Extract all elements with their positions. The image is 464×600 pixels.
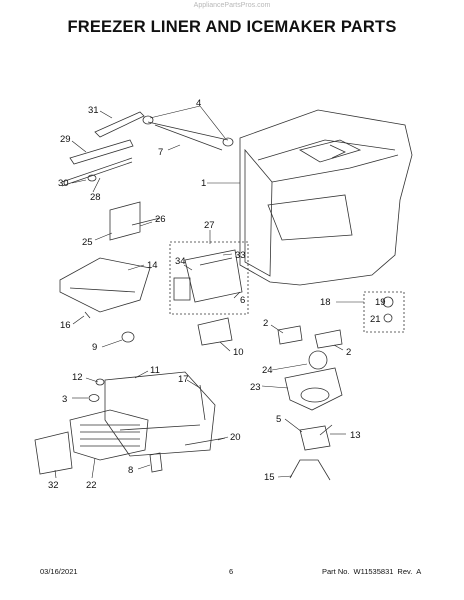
callout-labels: 31 4 29 7 1 30 28 26 25 27 33 34 14 6 18…	[48, 98, 386, 491]
freezer-liner	[239, 109, 413, 286]
callout-29: 29	[60, 134, 71, 145]
callout-14: 14	[147, 260, 158, 271]
callout-19: 19	[375, 297, 386, 308]
callout-27: 27	[204, 220, 215, 231]
callout-34: 34	[175, 256, 186, 267]
callout-18: 18	[320, 297, 331, 308]
page-title: FREEZER LINER AND ICEMAKER PARTS	[67, 18, 397, 36]
part-label: Part No.	[322, 567, 350, 576]
callout-6: 6	[240, 295, 245, 306]
callout-31: 31	[88, 105, 99, 116]
callout-9: 9	[92, 342, 97, 353]
callout-33: 33	[235, 250, 246, 261]
callout-12: 12	[72, 372, 83, 383]
callout-8: 8	[128, 465, 133, 476]
footer-page-number: 6	[229, 567, 234, 576]
callout-5: 5	[276, 414, 281, 425]
callout-15: 15	[264, 472, 275, 483]
callout-22: 22	[86, 480, 97, 491]
callout-2b: 2	[346, 347, 351, 358]
callout-4: 4	[196, 98, 201, 109]
callout-24: 24	[262, 365, 273, 376]
callout-25: 25	[82, 237, 93, 248]
callout-1: 1	[201, 178, 206, 189]
callout-20: 20	[230, 432, 241, 443]
callout-28: 28	[90, 192, 101, 203]
callout-30: 30	[58, 178, 69, 189]
rev-label: Rev.	[397, 567, 413, 576]
callout-16: 16	[60, 320, 71, 331]
callout-10: 10	[233, 347, 244, 358]
callout-21: 21	[370, 314, 381, 325]
callout-17: 17	[178, 374, 189, 385]
callout-2a: 2	[263, 318, 268, 329]
part-number: W11535831	[353, 567, 394, 576]
watermark: AppliancePartsPros.com	[193, 2, 271, 9]
callout-11: 11	[150, 365, 160, 376]
callout-32: 32	[48, 480, 59, 491]
callout-23: 23	[250, 382, 261, 393]
callout-13: 13	[350, 430, 361, 441]
footer-date: 03/16/2021	[40, 567, 78, 576]
callout-3: 3	[62, 394, 67, 405]
callout-26: 26	[155, 214, 166, 225]
callout-7: 7	[158, 147, 163, 158]
rev-value: A	[416, 567, 422, 576]
